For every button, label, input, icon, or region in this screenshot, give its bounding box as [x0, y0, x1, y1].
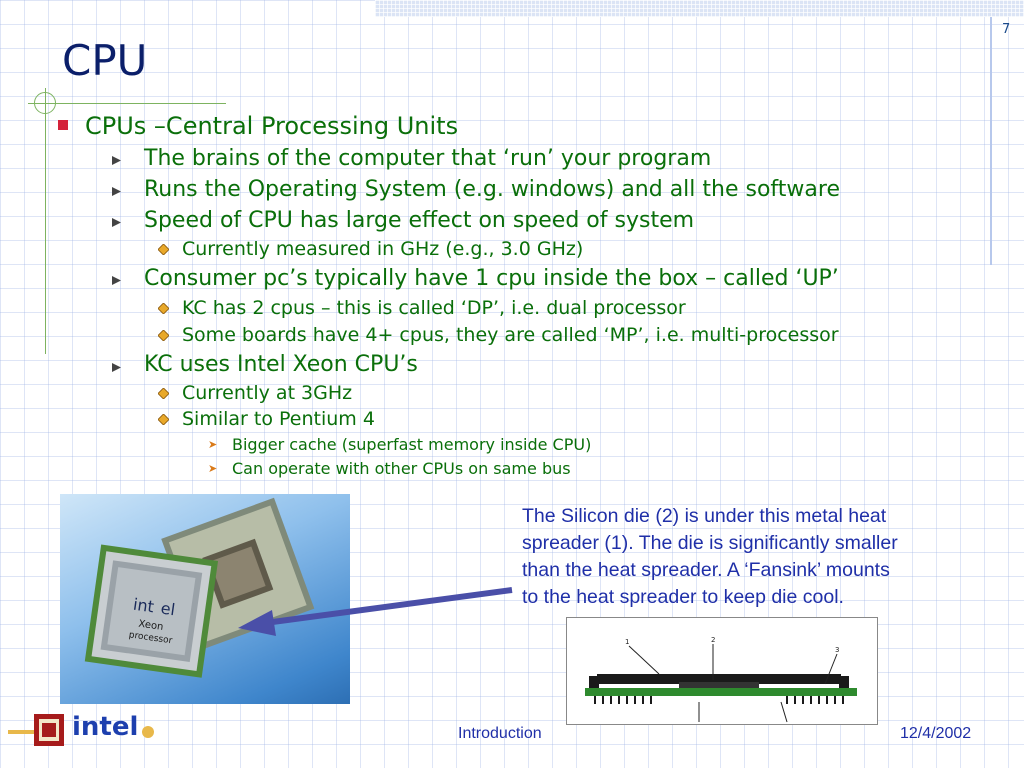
diagram-label-2: 2	[711, 636, 715, 644]
chip-brand-text: int	[132, 595, 155, 617]
bullet-arrow-icon	[112, 276, 121, 285]
bullet-diamond-icon	[158, 388, 169, 399]
bullet-level3: Some boards have 4+ cpus, they are calle…	[182, 324, 839, 346]
decorative-line-horizontal	[28, 103, 226, 104]
bullet-square-icon	[58, 120, 68, 130]
footer-logos: intel	[8, 712, 158, 752]
bullet-level4: Bigger cache (superfast memory inside CP…	[232, 435, 592, 454]
bullet-diamond-icon	[158, 414, 169, 425]
diagram-label-3: 3	[835, 646, 839, 654]
bullet-level2: KC uses Intel Xeon CPU’s	[144, 352, 418, 377]
heat-spreader-diagram: 1 2 3	[566, 617, 878, 725]
callout-line: The Silicon die (2) is under this metal …	[522, 505, 887, 527]
footer-section-title: Introduction	[458, 725, 542, 742]
right-decorative-line	[990, 17, 992, 265]
callout-line: than the heat spreader. A ‘Fansink’ moun…	[522, 559, 890, 581]
slide-title: CPU	[62, 36, 148, 85]
intel-logo: intel	[72, 712, 139, 742]
chip-brand-text-suffix: el	[160, 599, 177, 620]
slide-number: 7	[1002, 22, 1011, 37]
bullet-diamond-icon	[158, 303, 169, 314]
xeon-processor-photo: int el Xeon processor	[60, 494, 350, 704]
bullet-arrow-icon	[112, 218, 121, 227]
footer-date: 12/4/2002	[900, 725, 972, 742]
bullet-arrow-icon	[112, 187, 121, 196]
bullet-level3: KC has 2 cpus – this is called ‘DP’, i.e…	[182, 297, 686, 319]
bullet-level2: The brains of the computer that ‘run’ yo…	[144, 146, 712, 171]
decorative-line-vertical	[45, 88, 46, 354]
bullet-level3: Currently measured in GHz (e.g., 3.0 GHz…	[182, 238, 584, 260]
bullet-arrow-icon	[112, 156, 121, 165]
callout-text: The Silicon die (2) is under this metal …	[522, 503, 982, 611]
bullet-arrow-icon	[112, 363, 121, 372]
callout-line: spreader (1). The die is significantly s…	[522, 532, 898, 554]
bullet-level2: Consumer pc’s typically have 1 cpu insid…	[144, 266, 839, 291]
top-decorative-band	[375, 0, 1024, 17]
bullet-level2: Runs the Operating System (e.g. windows)…	[144, 177, 840, 202]
bullet-level4: Can operate with other CPUs on same bus	[232, 459, 571, 478]
bullet-diamond-icon	[158, 330, 169, 341]
bullet-chevron-icon: ➤	[208, 438, 218, 451]
diagram-label-1: 1	[625, 638, 629, 646]
chip-model-text: Xeon	[138, 619, 164, 633]
bullet-level1: CPUs –Central Processing Units	[85, 112, 459, 140]
bullet-chevron-icon: ➤	[208, 462, 218, 475]
bullet-level3: Similar to Pentium 4	[182, 408, 375, 430]
bullet-diamond-icon	[158, 244, 169, 255]
decorative-circle	[34, 92, 56, 114]
callout-line: to the heat spreader to keep die cool.	[522, 586, 844, 608]
bullet-level2: Speed of CPU has large effect on speed o…	[144, 208, 695, 233]
bullet-level3: Currently at 3GHz	[182, 382, 353, 404]
